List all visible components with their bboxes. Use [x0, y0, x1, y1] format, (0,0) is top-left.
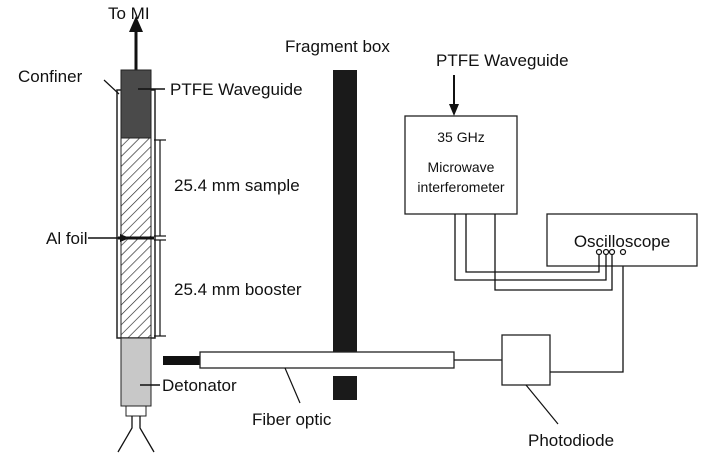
confiner-label: Confiner — [18, 67, 83, 86]
fragment-box-label: Fragment box — [285, 37, 390, 56]
to-mi-arrowhead — [129, 16, 143, 32]
microwave-interferometer — [404, 115, 518, 215]
ptfe-right-arrowhead — [449, 104, 459, 116]
photodiode-to-oscilloscope-line — [550, 252, 624, 373]
al-foil-arrowhead — [120, 234, 130, 242]
mi-line-2: Microwave — [428, 159, 495, 175]
booster-section — [120, 237, 152, 339]
photodiode-leader — [525, 384, 559, 425]
booster-dimension-bar — [154, 239, 166, 337]
oscilloscope — [546, 213, 698, 267]
photodiode-label: Photodiode — [528, 431, 614, 450]
fragment-box-upper — [333, 70, 357, 360]
sample-section — [120, 137, 152, 239]
oscilloscope-connectors — [595, 248, 627, 256]
detonator-base — [125, 405, 147, 417]
fiber-optic — [199, 351, 455, 369]
mi-to-oscilloscope-cables — [454, 214, 613, 291]
fragment-box-lower — [333, 376, 357, 400]
detonator-label: Detonator — [162, 376, 237, 395]
sample-label: 25.4 mm sample — [174, 176, 300, 195]
fiber-optic-leader — [284, 367, 301, 404]
ptfe-waveguide-column — [120, 69, 152, 139]
al-foil-label: Al foil — [46, 229, 88, 248]
mi-line-3: interferometer — [417, 179, 504, 195]
sample-dimension-bar — [154, 139, 166, 237]
photodiode — [501, 334, 551, 386]
to-mi-label: To MI — [108, 4, 150, 23]
fiber-optic-label: Fiber optic — [252, 410, 332, 429]
ptfe-waveguide-left-label: PTFE Waveguide — [170, 80, 303, 99]
mi-line-1: 35 GHz — [437, 129, 484, 145]
detonator-leads — [117, 416, 155, 453]
booster-label: 25.4 mm booster — [174, 280, 302, 299]
detonator — [120, 337, 152, 407]
fiber-optic-cap — [163, 356, 200, 365]
ptfe-waveguide-right-label: PTFE Waveguide — [436, 51, 569, 70]
confiner-leader — [103, 79, 120, 95]
oscilloscope-label: Oscilloscope — [574, 232, 670, 251]
